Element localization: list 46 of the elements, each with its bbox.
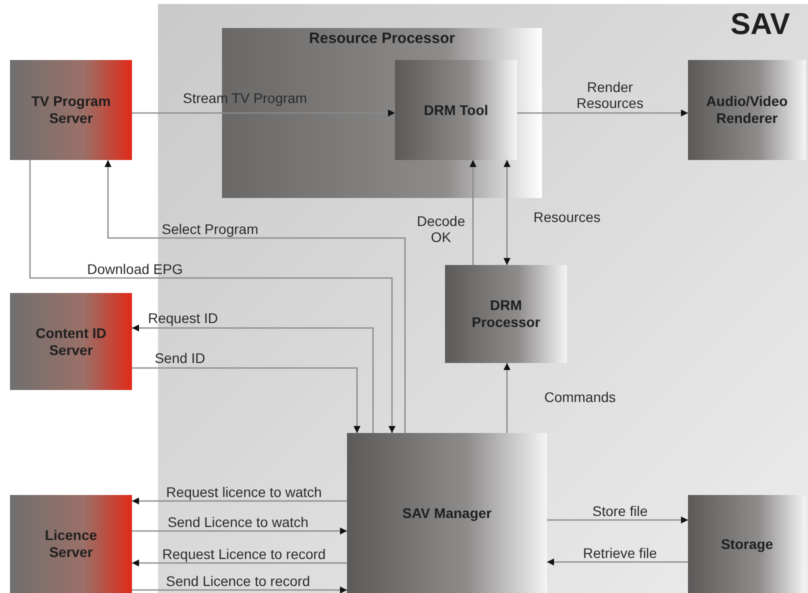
process-box bbox=[347, 433, 547, 593]
edge-label: Send Licence to watch bbox=[166, 514, 310, 530]
arrow bbox=[29, 160, 396, 433]
arrow bbox=[104, 160, 406, 433]
server-box bbox=[10, 495, 132, 593]
arrow bbox=[132, 560, 347, 566]
arrow bbox=[517, 110, 688, 116]
edge-label: Render Resources bbox=[576, 79, 644, 111]
arrow bbox=[132, 498, 347, 504]
arrow bbox=[547, 558, 688, 566]
edge-label: Request licence to watch bbox=[165, 484, 323, 500]
arrow bbox=[504, 363, 510, 433]
node-label: Licence Server bbox=[44, 527, 98, 561]
edge-label: Select Program bbox=[160, 221, 260, 237]
node-label: Content ID Server bbox=[34, 324, 108, 358]
node-label: TV Program Server bbox=[30, 93, 112, 127]
server-box bbox=[10, 60, 132, 160]
group-title: Resource Processor bbox=[308, 30, 456, 48]
arrow bbox=[132, 324, 374, 433]
node-label: DRM Processor bbox=[470, 297, 542, 331]
arrow bbox=[504, 160, 510, 265]
edge-label: Request Licence to record bbox=[161, 546, 327, 562]
arrow bbox=[132, 528, 347, 534]
process-box bbox=[688, 495, 806, 593]
edge-label: Decode OK bbox=[416, 213, 466, 245]
edge-label: Send ID bbox=[154, 350, 206, 366]
edge-label: Download EPG bbox=[86, 261, 184, 277]
edge-label: Store file bbox=[591, 503, 649, 519]
arrow bbox=[132, 110, 395, 116]
group-title: SAV bbox=[730, 8, 790, 42]
process-box bbox=[688, 60, 806, 160]
node-label: Storage bbox=[720, 536, 774, 552]
node-label: DRM Tool bbox=[422, 102, 490, 118]
edge-label: Commands bbox=[543, 389, 617, 405]
arrow bbox=[470, 160, 476, 265]
node-label: SAV Manager bbox=[401, 504, 493, 522]
arrow bbox=[132, 367, 360, 433]
edge-label: Send Licence to record bbox=[165, 573, 311, 589]
edge-label: Retrieve file bbox=[582, 545, 658, 561]
server-box bbox=[10, 293, 132, 390]
process-box bbox=[445, 265, 567, 363]
edge-label: Request ID bbox=[146, 310, 220, 326]
edge-label: Resources bbox=[532, 209, 602, 225]
process-box bbox=[395, 60, 517, 160]
arrow bbox=[547, 516, 688, 524]
arrow bbox=[132, 586, 347, 593]
